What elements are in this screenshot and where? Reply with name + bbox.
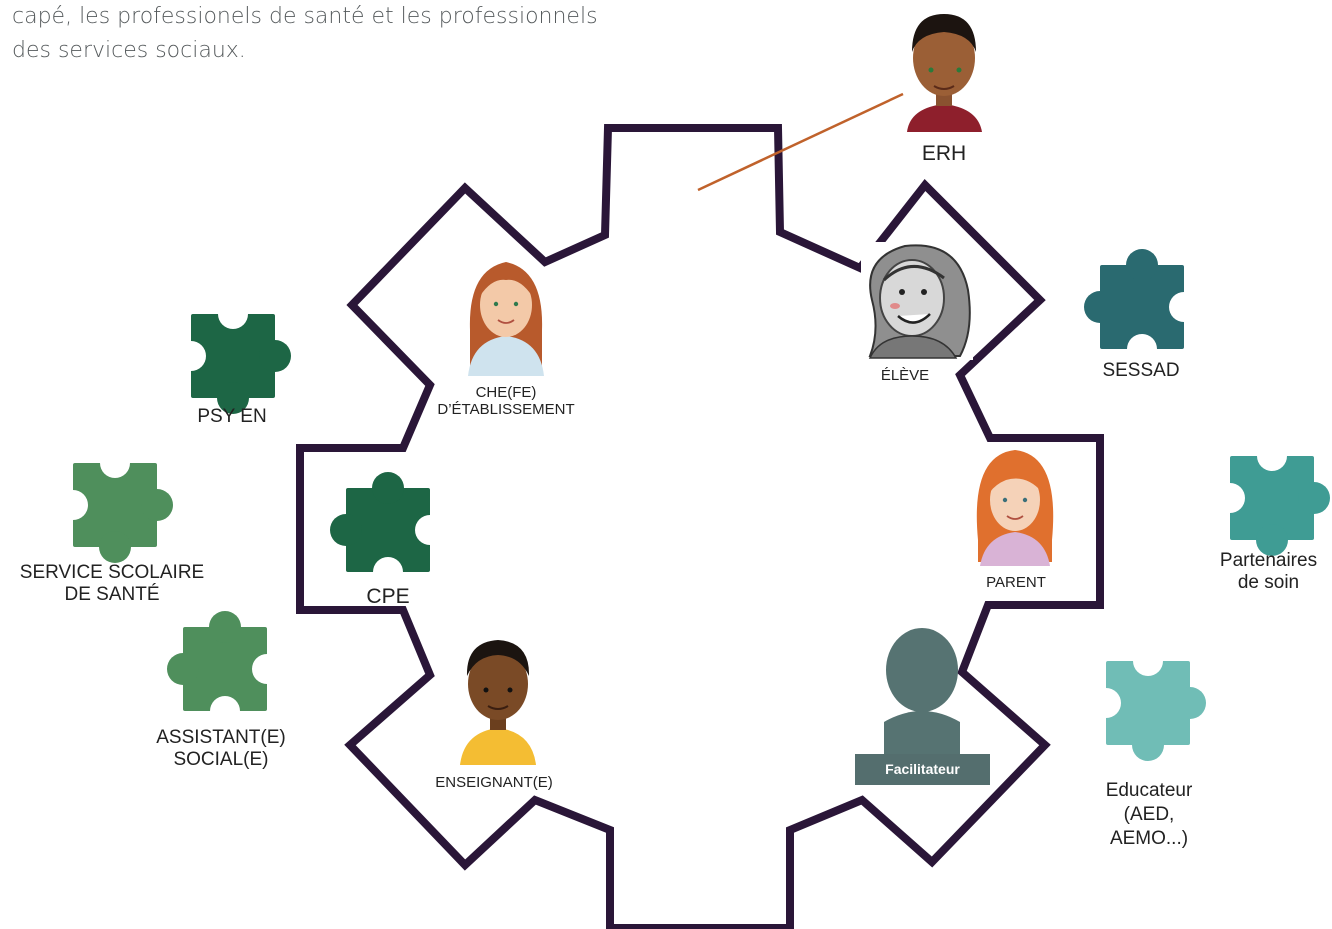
partenaires-line-1: Partenaires xyxy=(1219,550,1318,571)
erh-avatar xyxy=(907,14,982,132)
sessad-puzzle-icon xyxy=(1084,249,1199,364)
service-scolaire-label: SERVICE SCOLAIRE DE SANTÉ xyxy=(12,562,212,606)
parent-label: PARENT xyxy=(986,574,1046,591)
facilitateur-badge: Facilitateur xyxy=(855,754,990,785)
sessad-label: SESSAD xyxy=(1102,360,1180,381)
erh-connector-line xyxy=(697,92,904,192)
cpe-label: CPE xyxy=(366,585,410,608)
enseignant-label: ENSEIGNANT(E) xyxy=(435,774,553,791)
service-scolaire-line-2: DE SANTÉ xyxy=(64,583,160,605)
partenaires-line-2: de soin xyxy=(1237,571,1300,593)
gear-outline xyxy=(296,124,1104,929)
erh-label: ERH xyxy=(921,142,967,165)
facilitateur-silhouette xyxy=(884,628,960,754)
enseignant-avatar xyxy=(460,640,536,765)
educateur-label: Educateur (AED, AEMO...) xyxy=(1088,779,1210,850)
intro-text: capé, les professionels de santé et les … xyxy=(12,0,712,68)
chef-etablissement-label: CHE(FE) D’ÉTABLISSEMENT xyxy=(431,384,581,419)
chef-etablissement-avatar xyxy=(468,262,544,376)
chef-label-line-1: CHE(FE) xyxy=(475,384,537,401)
educateur-line-2: (AED, xyxy=(1123,803,1175,825)
educateur-line-3: AEMO...) xyxy=(1109,827,1189,849)
intro-line-2: des services sociaux. xyxy=(12,38,246,63)
psy-en-puzzle-icon xyxy=(176,299,291,414)
service-scolaire-puzzle-icon xyxy=(58,448,173,563)
assistant-social-puzzle-icon xyxy=(167,611,282,726)
educateur-puzzle-icon xyxy=(1091,646,1206,761)
assistant-line-2: SOCIAL(E) xyxy=(173,748,269,770)
service-scolaire-line-1: SERVICE SCOLAIRE xyxy=(19,562,205,583)
partenaires-de-soin-label: Partenaires de soin xyxy=(1205,550,1332,594)
psy-en-label: PSY EN xyxy=(197,406,267,427)
cpe-puzzle-icon xyxy=(330,472,445,587)
intro-line-1: capé, les professionels de santé et les … xyxy=(12,4,598,29)
educateur-line-1: Educateur xyxy=(1105,780,1193,801)
eleve-avatar xyxy=(861,242,973,360)
assistant-line-1: ASSISTANT(E) xyxy=(156,727,286,748)
assistant-social-label: ASSISTANT(E) SOCIAL(E) xyxy=(141,727,301,771)
chef-label-line-2: D’ÉTABLISSEMENT xyxy=(437,401,575,419)
parent-avatar xyxy=(976,450,1054,566)
partenaires-puzzle-icon xyxy=(1215,441,1330,556)
eleve-label: ÉLÈVE xyxy=(880,367,930,384)
